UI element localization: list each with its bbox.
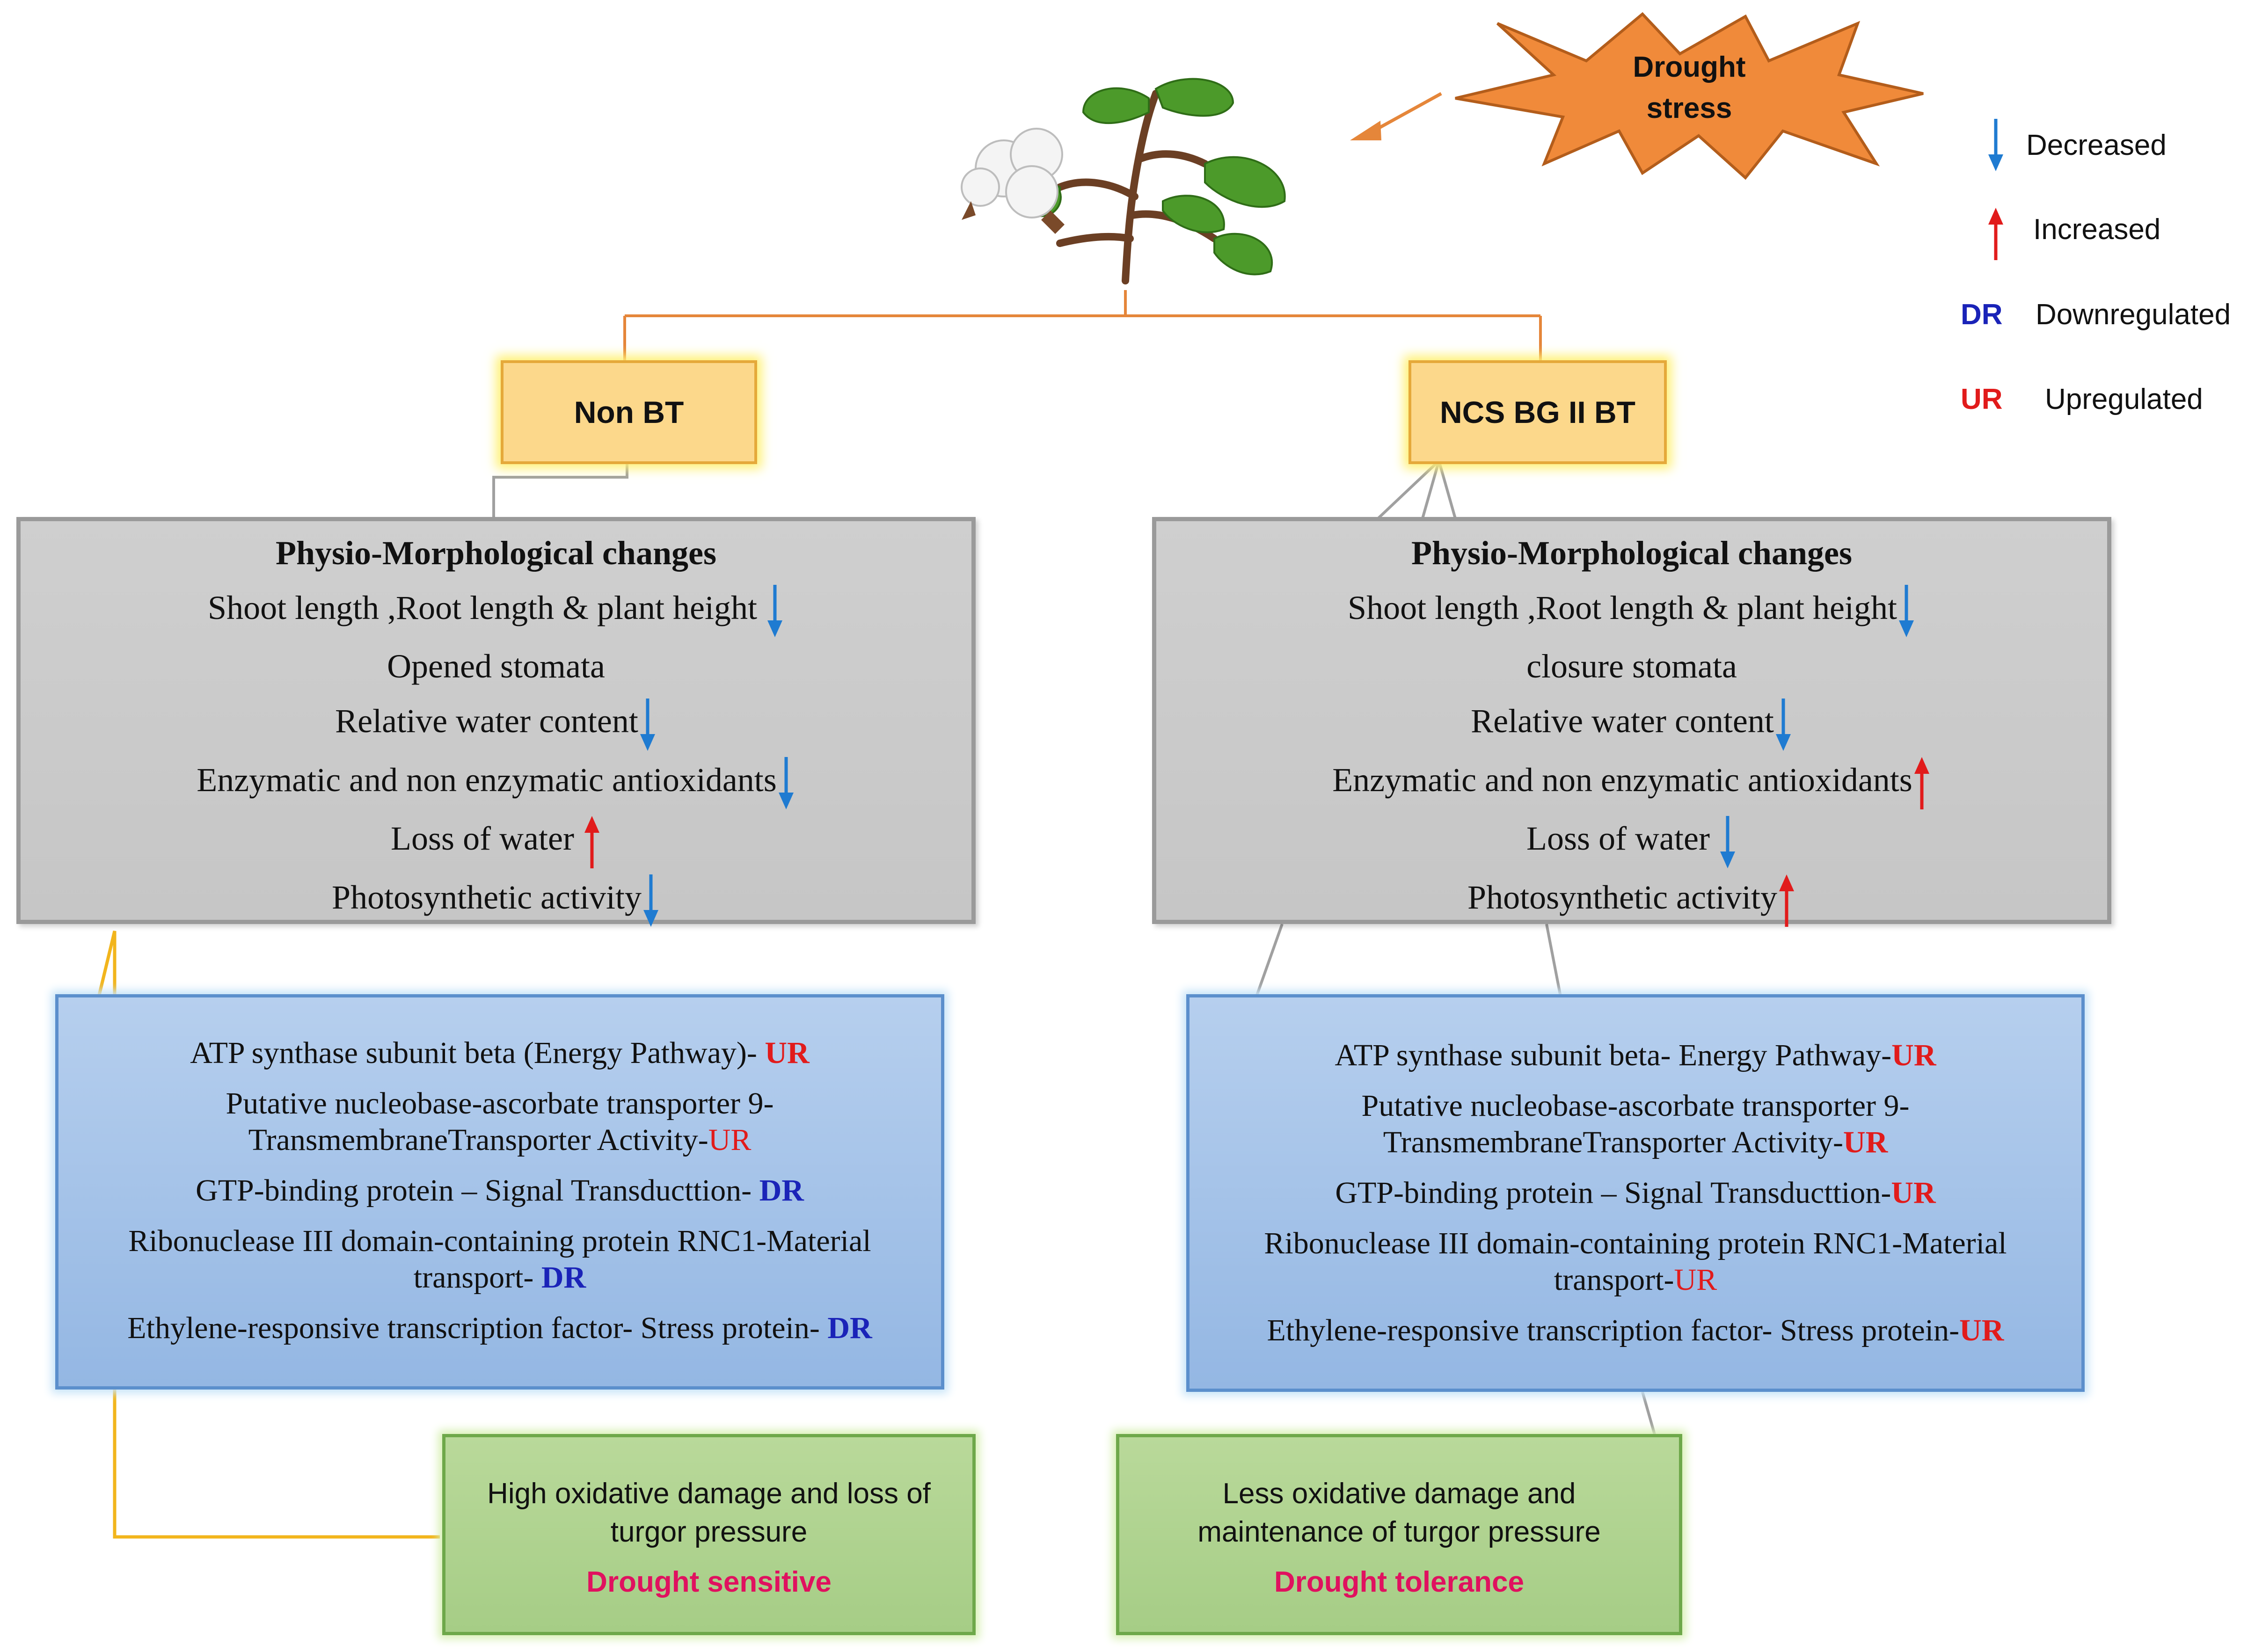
- left-physio-row-3: Relative water content: [335, 702, 638, 740]
- right-protein-2b: TransmembraneTransporter Activity-: [1383, 1125, 1843, 1159]
- left-outcome-line-2: turgor pressure: [610, 1516, 808, 1548]
- left-protein-1: ATP synthase subunit beta (Energy Pathwa…: [190, 1036, 765, 1070]
- legend-decreased: Decreased: [2026, 129, 2167, 161]
- right-protein-2-tag: UR: [1843, 1125, 1888, 1159]
- left-protein-1-tag: UR: [765, 1036, 810, 1070]
- left-outcome-verdict: Drought sensitive: [586, 1566, 832, 1598]
- left-protein-4a: Ribonuclease III domain-containing prote…: [128, 1224, 871, 1258]
- increase-arrow-icon: [583, 814, 601, 870]
- right-outcome-line-1: Less oxidative damage and: [1222, 1477, 1576, 1510]
- decreased-arrow-icon: [1986, 117, 2005, 173]
- right-physio-row-2: closure stomata: [1526, 648, 1737, 685]
- right-protein-3: GTP-binding protein – Signal Transductti…: [1335, 1176, 1891, 1210]
- legend-upregulated: Upregulated: [2045, 383, 2203, 415]
- right-outcome-box: Less oxidative damage and maintenance of…: [1116, 1434, 1682, 1635]
- left-proteins-box: ATP synthase subunit beta (Energy Pathwa…: [55, 994, 944, 1390]
- left-protein-4b: transport-: [413, 1260, 541, 1295]
- right-physio-row-1: Shoot length ,Root length & plant height: [1348, 589, 1897, 626]
- legend-increased: Increased: [2033, 213, 2161, 246]
- legend-downregulated: Downregulated: [2036, 298, 2231, 331]
- right-protein-4-tag: UR: [1674, 1263, 1717, 1297]
- right-physio-row-4: Enzymatic and non enzymatic antioxidants: [1332, 761, 1912, 799]
- decrease-arrow-icon: [766, 583, 784, 639]
- right-physio-row-5: Loss of water: [1526, 820, 1710, 858]
- left-physio-row-2: Opened stomata: [387, 648, 605, 685]
- variety-ncs-bg-ii-bt: NCS BG II BT: [1408, 360, 1667, 464]
- increased-arrow-icon: [1986, 206, 2005, 262]
- right-protein-4a: Ribonuclease III domain-containing prote…: [1264, 1226, 2007, 1260]
- left-protein-5-tag: DR: [827, 1311, 872, 1345]
- left-physio-row-6: Photosynthetic activity: [332, 878, 642, 916]
- left-outcome-box: High oxidative damage and loss of turgor…: [442, 1434, 976, 1635]
- right-physio-row-6: Photosynthetic activity: [1467, 878, 1777, 916]
- drought-stress-starburst: [1455, 12, 1924, 180]
- right-outcome-verdict: Drought tolerance: [1274, 1566, 1524, 1598]
- increase-arrow-icon: [1912, 755, 1931, 811]
- left-protein-4-tag: DR: [541, 1260, 586, 1295]
- decrease-arrow-icon: [777, 755, 795, 811]
- left-physio-row-4: Enzymatic and non enzymatic antioxidants: [197, 761, 777, 799]
- right-protein-4b: transport-: [1554, 1263, 1674, 1297]
- right-protein-2a: Putative nucleobase-ascorbate transporte…: [1361, 1089, 1910, 1123]
- right-protein-3-tag: UR: [1891, 1176, 1936, 1210]
- right-outcome-line-2: maintenance of turgor pressure: [1197, 1516, 1601, 1548]
- left-protein-3: GTP-binding protein – Signal Transductti…: [196, 1173, 759, 1208]
- right-protein-5-tag: UR: [1959, 1313, 2004, 1347]
- right-physio-box: Physio-Morphological changes Shoot lengt…: [1152, 517, 2111, 924]
- left-outcome-line-1: High oxidative damage and loss of: [487, 1477, 931, 1510]
- left-protein-2-tag: UR: [708, 1123, 752, 1157]
- left-protein-2b: TransmembraneTransporter Activity-: [248, 1123, 708, 1157]
- increase-arrow-icon: [1777, 873, 1796, 929]
- left-physio-row-1: Shoot length ,Root length & plant height: [208, 589, 757, 626]
- decrease-arrow-icon: [1718, 814, 1737, 870]
- right-protein-1: ATP synthase subunit beta- Energy Pathwa…: [1335, 1038, 1892, 1072]
- decrease-arrow-icon: [642, 873, 660, 929]
- left-protein-2a: Putative nucleobase-ascorbate transporte…: [226, 1086, 774, 1121]
- left-protein-3-tag: DR: [759, 1173, 804, 1208]
- legend-dr-code: DR: [1961, 298, 2003, 331]
- decrease-arrow-icon: [1774, 697, 1793, 753]
- legend-ur-code: UR: [1961, 383, 2003, 415]
- left-physio-row-5: Loss of water: [391, 820, 574, 858]
- cotton-plant-icon: [961, 78, 1286, 284]
- right-proteins-box: ATP synthase subunit beta- Energy Pathwa…: [1186, 994, 2085, 1392]
- right-protein-1-tag: UR: [1891, 1038, 1936, 1072]
- left-physio-title: Physio-Morphological changes: [275, 534, 716, 572]
- right-protein-5: Ethylene-responsive transcription factor…: [1267, 1313, 1960, 1347]
- right-physio-title: Physio-Morphological changes: [1411, 534, 1852, 572]
- left-physio-box: Physio-Morphological changes Shoot lengt…: [16, 517, 976, 924]
- right-physio-row-3: Relative water content: [1471, 702, 1774, 740]
- decrease-arrow-icon: [638, 697, 657, 753]
- decrease-arrow-icon: [1897, 583, 1916, 639]
- variety-non-bt: Non BT: [501, 360, 757, 464]
- left-protein-5: Ethylene-responsive transcription factor…: [127, 1311, 828, 1345]
- drought-stress-label: Drought stress: [1633, 51, 1746, 124]
